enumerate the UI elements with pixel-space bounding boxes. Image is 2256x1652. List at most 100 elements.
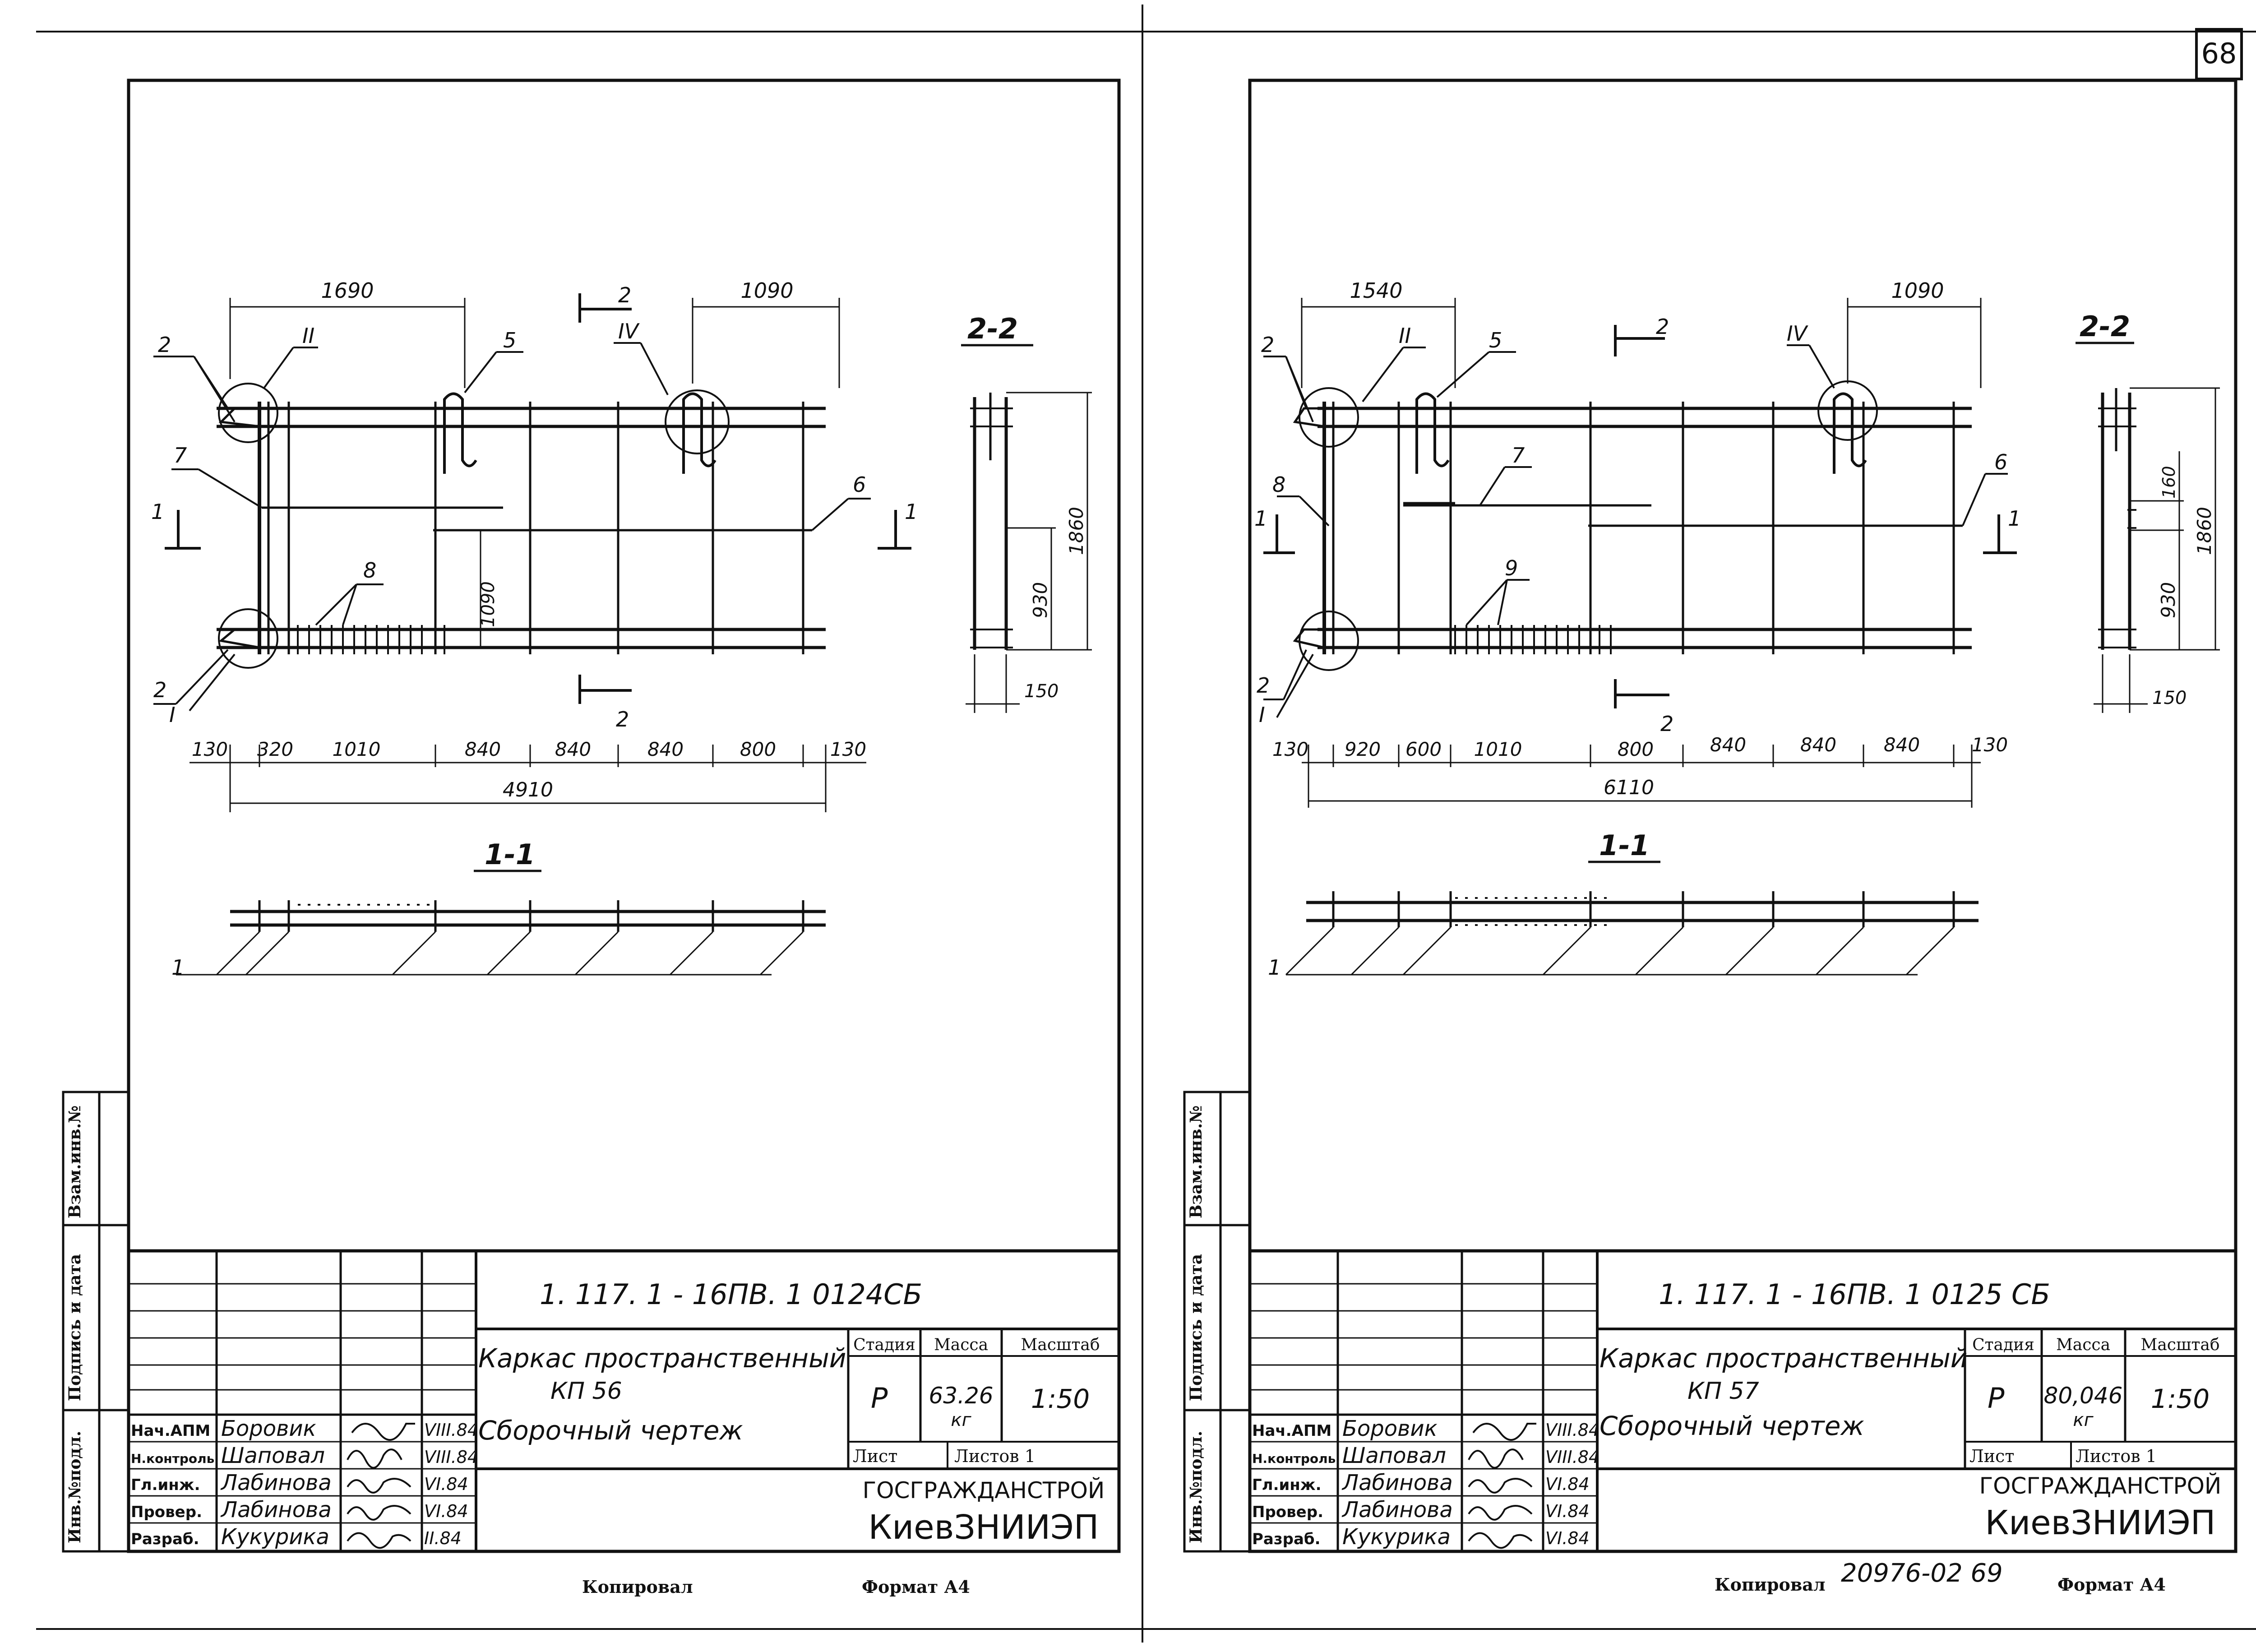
stage-header: Стадия bbox=[853, 1336, 915, 1354]
role-head: Нач.АПМ bbox=[131, 1422, 210, 1440]
section-1-1-view bbox=[176, 900, 826, 976]
drawing-title-line3: Сборочный чертеж bbox=[478, 1415, 743, 1446]
sheet-right: Взам.инв.№ Подпись и дата Инв.№подл. bbox=[1183, 79, 2238, 1595]
dim-bottom-130a: 130 bbox=[1272, 738, 1308, 760]
name-head: Боровик bbox=[221, 1416, 316, 1441]
section-mark-1-left: 1 bbox=[1254, 506, 1267, 531]
section-2-2-view bbox=[966, 392, 1092, 713]
callout-I: I bbox=[1259, 703, 1265, 727]
section-markers bbox=[165, 293, 911, 704]
date-control: VIII.84 bbox=[424, 1447, 478, 1467]
section-mark-1-right: 1 bbox=[2008, 506, 2021, 531]
callout-2-top: 2 bbox=[158, 333, 171, 357]
callout-I: I bbox=[169, 703, 176, 727]
drawing-code: 1. 117. 1 - 16ПВ. 1 0125 СБ bbox=[1659, 1278, 2050, 1311]
sheet-label: Лист bbox=[853, 1446, 897, 1466]
sec-dim-160: 160 bbox=[2159, 466, 2179, 499]
date-head: VIII.84 bbox=[424, 1420, 478, 1440]
name-chief: Лабинова bbox=[1341, 1470, 1453, 1495]
section-title-2-2: 2-2 bbox=[2080, 310, 2130, 343]
mass-header: Масса bbox=[934, 1336, 988, 1354]
section-mark-1-left: 1 bbox=[151, 500, 164, 524]
mass-unit: кг bbox=[951, 1410, 971, 1430]
drawing-title-line1: Каркас пространственный bbox=[1600, 1343, 1967, 1374]
section-mark-2-bottom: 2 bbox=[1660, 712, 1674, 736]
date-checked: VI.84 bbox=[424, 1501, 468, 1521]
dim-bottom-920: 920 bbox=[1345, 738, 1381, 760]
role-control: Н.контроль bbox=[1252, 1451, 1336, 1466]
section-1-1-view bbox=[1285, 891, 1979, 976]
frame-plan-view bbox=[217, 383, 826, 669]
signatures bbox=[347, 1423, 415, 1549]
dim-bottom-130b: 130 bbox=[1972, 734, 2008, 756]
role-chief: Гл.инж. bbox=[1252, 1476, 1322, 1494]
side-label-signature: Подпись и дата bbox=[1187, 1254, 1206, 1401]
frame-plan-view bbox=[1293, 380, 1972, 671]
callout-8: 8 bbox=[1272, 472, 1285, 497]
callout-7: 7 bbox=[1512, 443, 1525, 467]
sheet-label: Лист bbox=[1969, 1446, 2014, 1466]
org-name: ГОСГРАЖДАНСТРОЙ bbox=[863, 1477, 1105, 1504]
dim-bottom-840b: 840 bbox=[1800, 734, 1836, 756]
sec-dim-930: 930 bbox=[1029, 582, 1051, 618]
sheets-count: Листов 1 bbox=[2076, 1446, 2157, 1466]
callout-2-bottom: 2 bbox=[1257, 673, 1270, 698]
section-1-1-label: 1 bbox=[1268, 955, 1281, 980]
name-control: Шаповал bbox=[221, 1443, 325, 1468]
callout-leaders bbox=[1263, 344, 2008, 718]
dim-lines bbox=[1301, 298, 1982, 808]
callout-8: 8 bbox=[363, 558, 376, 583]
date-author: II.84 bbox=[424, 1528, 462, 1548]
dim-bottom-840c: 840 bbox=[647, 738, 684, 760]
callout-9: 9 bbox=[1505, 556, 1518, 580]
scale-header: Масштаб bbox=[1021, 1336, 1100, 1354]
sec-dim-150: 150 bbox=[2152, 688, 2187, 708]
section-mark-1-right: 1 bbox=[905, 500, 918, 524]
stage-value: Р bbox=[1988, 1382, 2005, 1415]
dim-bottom-1010: 1010 bbox=[1474, 738, 1522, 760]
drawing-title-line2: КП 56 bbox=[550, 1378, 622, 1405]
stage-header: Стадия bbox=[1972, 1336, 2034, 1354]
dim-bottom-600: 600 bbox=[1405, 738, 1442, 760]
sheet-left: Взам.инв.№ Подпись и дата Инв.№подл. bbox=[62, 79, 1121, 1597]
dim-bottom-840b: 840 bbox=[555, 738, 591, 760]
drawing-code: 1. 117. 1 - 16ПВ. 1 0124СБ bbox=[540, 1278, 922, 1311]
role-author: Разраб. bbox=[1252, 1530, 1321, 1548]
role-control: Н.контроль bbox=[131, 1451, 214, 1466]
dim-bottom-840a: 840 bbox=[465, 738, 501, 760]
section-mark-2-top: 2 bbox=[1656, 315, 1669, 339]
page-number: 68 bbox=[2201, 37, 2237, 70]
dim-bottom-1010: 1010 bbox=[333, 738, 381, 760]
sec-dim-930: 930 bbox=[2157, 582, 2179, 618]
name-author: Кукурика bbox=[1342, 1524, 1451, 1550]
callout-IV: IV bbox=[618, 319, 640, 343]
side-label-inventory: Инв.№подл. bbox=[1187, 1431, 1206, 1543]
section-mark-2-top: 2 bbox=[618, 283, 631, 307]
callout-2-bottom: 2 bbox=[153, 678, 166, 702]
callout-2-top: 2 bbox=[1261, 333, 1274, 357]
dim-bottom-800: 800 bbox=[740, 738, 776, 760]
dim-top-2: 1090 bbox=[740, 278, 793, 303]
drawing-title-line1: Каркас пространственный bbox=[478, 1343, 846, 1374]
section-1-1-label: 1 bbox=[171, 955, 185, 980]
dim-overall: 6110 bbox=[1604, 776, 1654, 799]
name-head: Боровик bbox=[1342, 1416, 1438, 1441]
section-title-1-1: 1-1 bbox=[1599, 829, 1650, 862]
callout-6: 6 bbox=[1994, 450, 2007, 474]
dim-top-1: 1690 bbox=[321, 278, 374, 303]
date-chief: VI.84 bbox=[1545, 1474, 1590, 1494]
side-label-replaced: Взам.инв.№ bbox=[1187, 1106, 1206, 1218]
name-checked: Лабинова bbox=[1341, 1497, 1453, 1522]
side-label-inventory: Инв.№подл. bbox=[65, 1431, 84, 1543]
dim-bottom-320: 320 bbox=[257, 738, 293, 760]
dim-bottom-130b: 130 bbox=[830, 738, 866, 760]
title-block bbox=[1248, 1249, 2238, 1553]
page-frame bbox=[36, 5, 2256, 1643]
role-chief: Гл.инж. bbox=[131, 1476, 200, 1494]
callout-II: II bbox=[1399, 324, 1411, 348]
role-author: Разраб. bbox=[131, 1530, 199, 1548]
callout-5: 5 bbox=[1489, 328, 1502, 352]
sec-dim-150: 150 bbox=[1024, 681, 1059, 702]
date-chief: VI.84 bbox=[424, 1474, 468, 1494]
section-2-2-view bbox=[2094, 387, 2220, 713]
